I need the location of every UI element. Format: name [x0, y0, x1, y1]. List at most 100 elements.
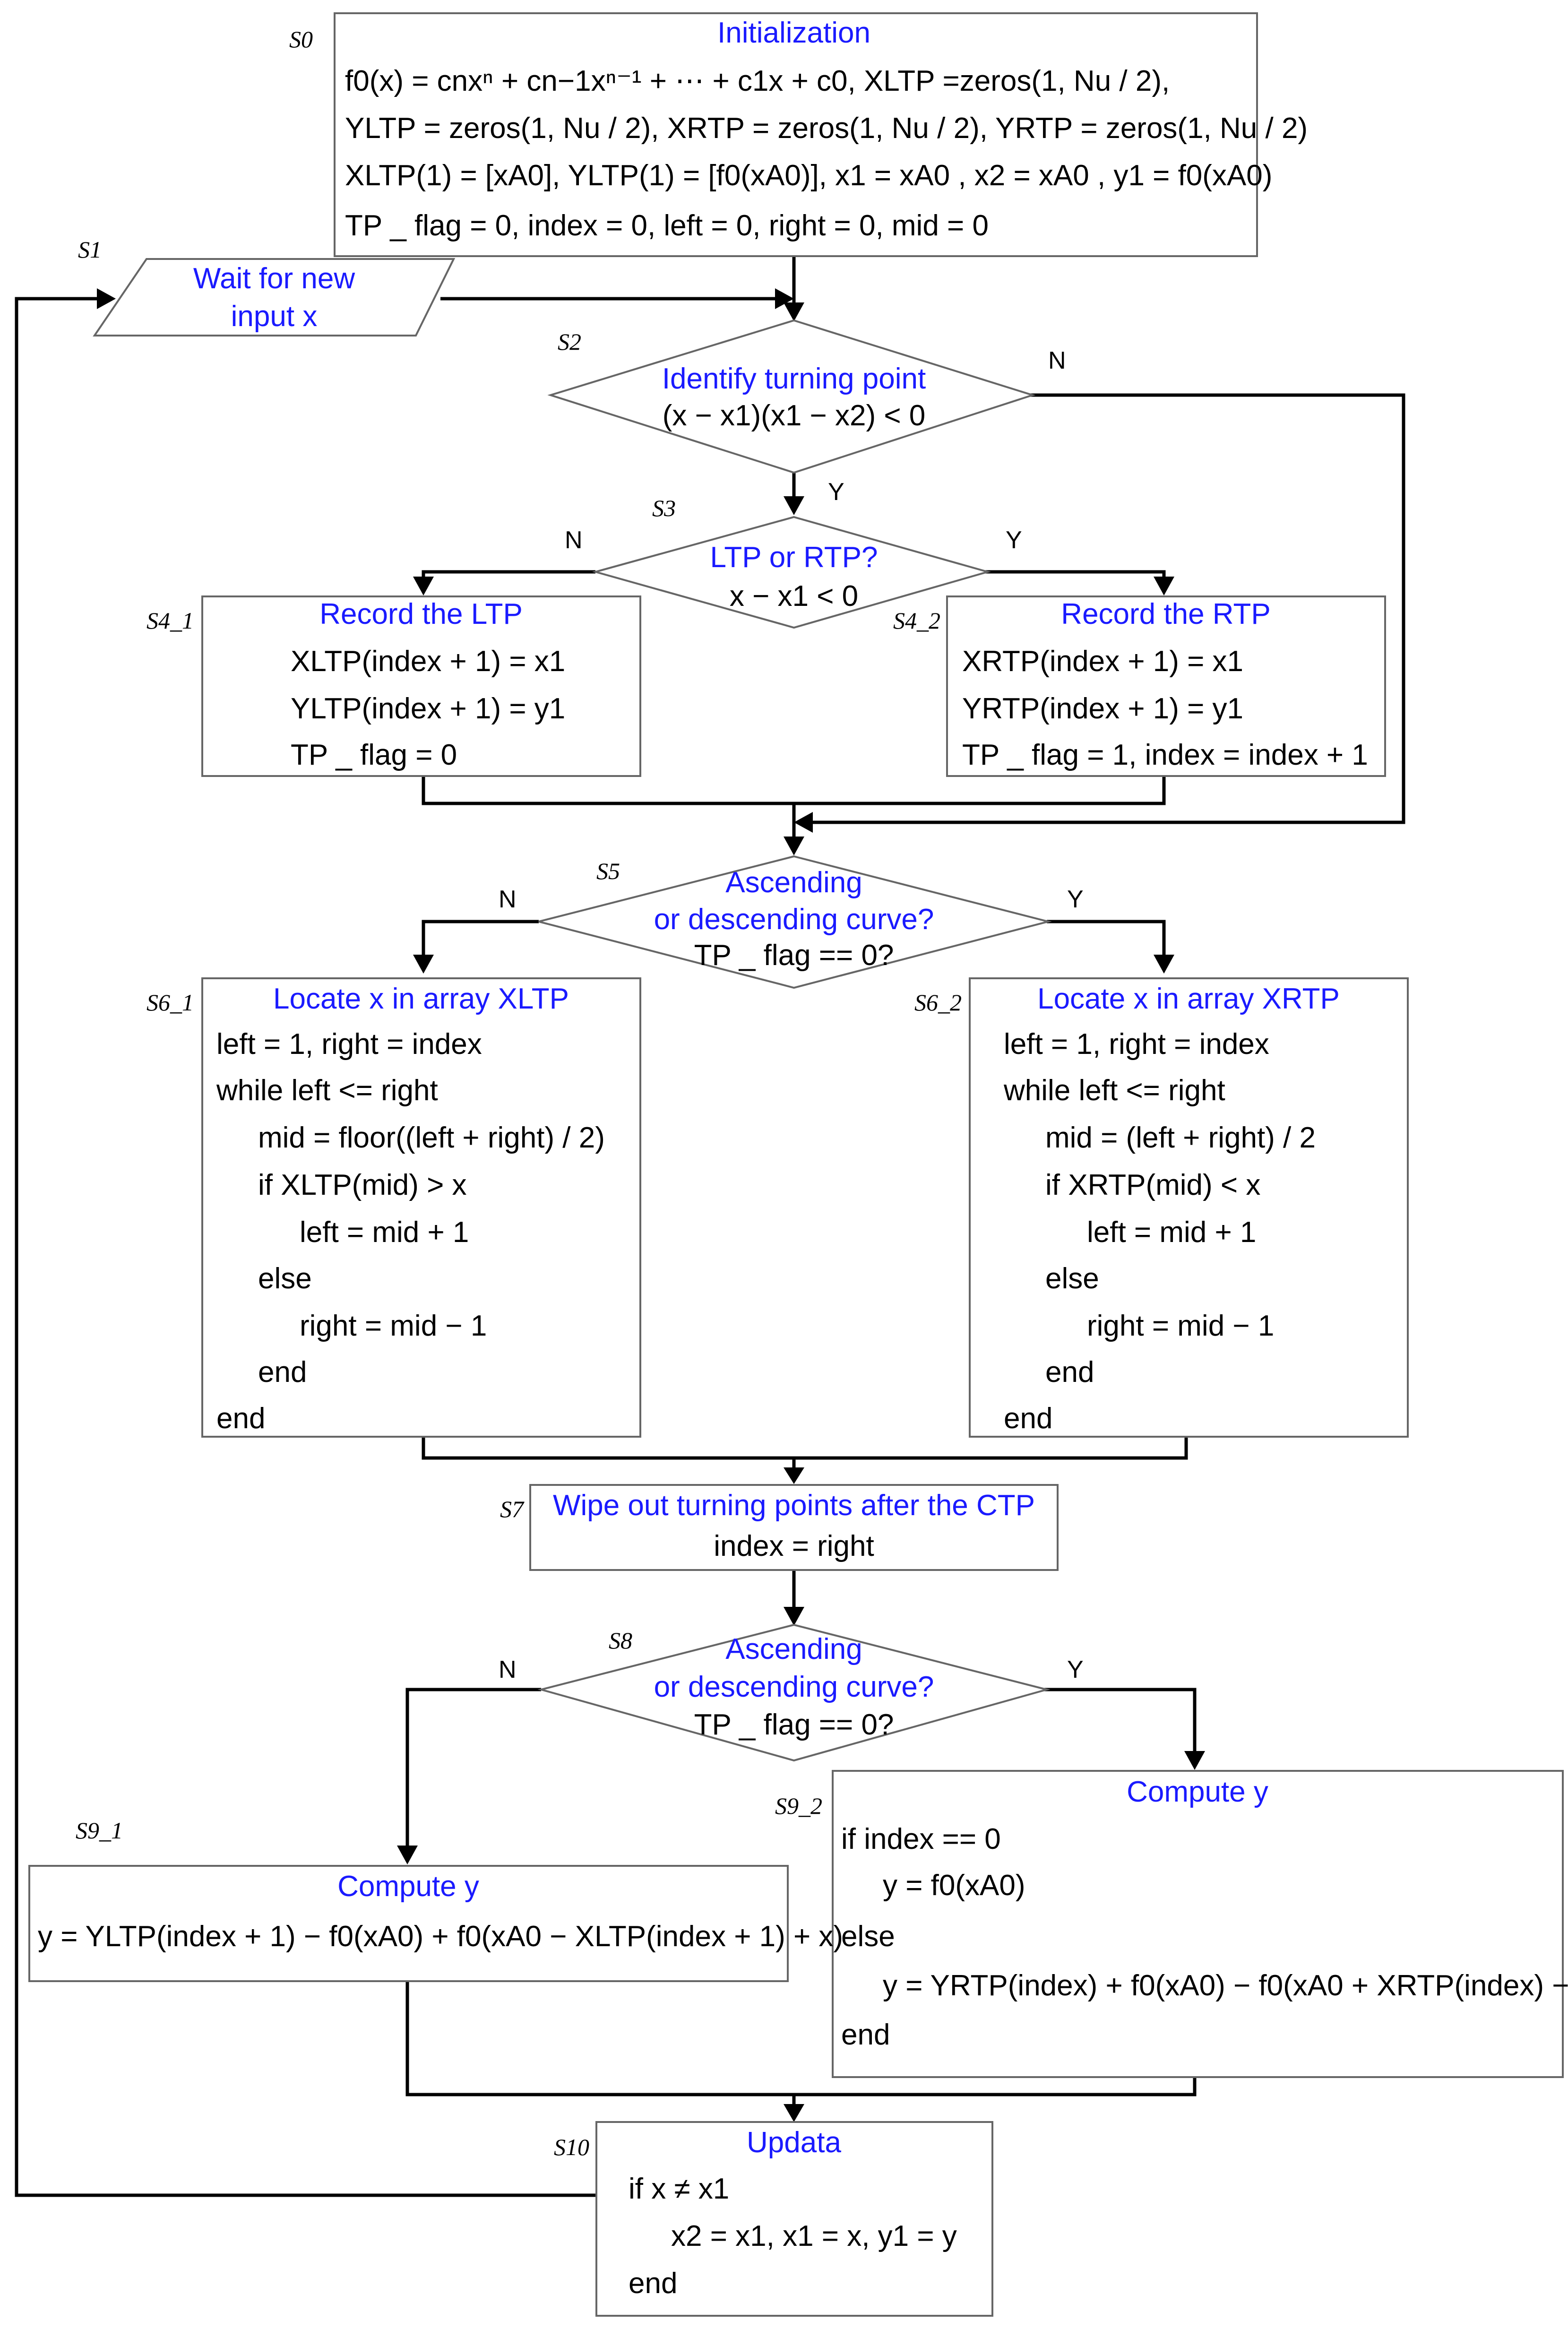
s1-line: input x — [231, 300, 318, 333]
s5-condition: TP _ flag == 0? — [694, 939, 894, 972]
s5-step-label: S5 — [596, 858, 620, 884]
s2-step-label: S2 — [558, 328, 581, 355]
s10-line: x2 = x1, x1 = x, y1 = y — [671, 2220, 957, 2252]
s3-step-label: S3 — [652, 495, 676, 521]
arrowhead-s5 — [784, 837, 804, 855]
s6-1-line: else — [258, 1262, 312, 1295]
s4-1-box — [201, 595, 641, 777]
s3-diamond — [592, 516, 991, 629]
s6-1-step-label: S6_1 — [146, 989, 194, 1016]
s8-diamond — [537, 1623, 1051, 1762]
s8-condition: TP _ flag == 0? — [694, 1708, 894, 1741]
arrowhead-s6-1 — [413, 955, 434, 974]
s7-line: index = right — [714, 1530, 874, 1562]
s9-2-box — [832, 1770, 1564, 2078]
s6-2-line: right = mid − 1 — [1087, 1310, 1274, 1342]
arrow-s3-yes — [985, 570, 1166, 586]
arrowhead-s4-1 — [413, 577, 434, 595]
arrow-loop-back — [15, 297, 596, 2197]
s8-title-line: or descending curve? — [654, 1671, 934, 1703]
s2-condition: (x − x1)(x1 − x2) < 0 — [663, 399, 926, 432]
s6-2-line: mid = (left + right) / 2 — [1045, 1121, 1316, 1154]
s0-step-label: S0 — [289, 26, 313, 52]
s4-1-title: Record the LTP — [319, 598, 523, 630]
s7-box — [529, 1484, 1059, 1571]
connectors — [15, 256, 1405, 2197]
s9-1-step-label: S9_1 — [76, 1817, 123, 1844]
s9-1-title: Compute y — [337, 1870, 479, 1903]
s5-title-line: or descending curve? — [654, 903, 934, 936]
s3-title: LTP or RTP? — [710, 541, 878, 574]
s0-line: XLTP(1) = [xA0], YLTP(1) = [f0(xA0)], x1… — [345, 159, 1272, 192]
s5-diamond — [538, 855, 1052, 989]
arrowhead-s3 — [784, 496, 804, 515]
s6-2-line: left = mid + 1 — [1087, 1216, 1256, 1249]
s6-1-line: while left <= right — [216, 1074, 438, 1107]
s6-2-title: Locate x in array XRTP — [1037, 983, 1340, 1015]
arrowhead-s9-2 — [1184, 1751, 1205, 1770]
arrowhead-s4-2 — [1154, 577, 1174, 595]
s6-2-line: left = 1, right = index — [1004, 1028, 1269, 1061]
arrow-s9-2-merge — [794, 2077, 1197, 2096]
s6-2-box — [969, 977, 1409, 1438]
s9-1-box — [28, 1865, 789, 1982]
arrowhead-s10 — [784, 2104, 804, 2122]
s6-1-line: if XLTP(mid) > x — [258, 1169, 467, 1201]
s5-title-line: Ascending — [725, 866, 862, 899]
arrowhead-s2-no — [794, 812, 813, 833]
arrowhead-s2 — [784, 302, 804, 321]
s10-title: Updata — [747, 2126, 841, 2159]
s1-parallelogram — [93, 258, 456, 336]
s6-1-title: Locate x in array XLTP — [273, 983, 569, 1015]
arrowhead-s8 — [784, 1607, 804, 1626]
s6-2-line: if XRTP(mid) < x — [1045, 1169, 1260, 1201]
s0-line: f0(x) = cnxⁿ + cn−1xⁿ⁻¹ + ⋯ + c1x + c0, … — [345, 65, 1170, 97]
arrow-s3-no — [422, 570, 595, 586]
s2-title: Identify turning point — [662, 362, 926, 395]
arrow-s6-2-merge — [794, 1437, 1188, 1460]
s6-2-line: while left <= right — [1003, 1074, 1225, 1107]
s9-2-step-label: S9_2 — [775, 1793, 822, 1819]
arrow-s5-yes — [1047, 920, 1166, 964]
s5-yes-label: Y — [1067, 886, 1084, 913]
s0-line: TP _ flag = 0, index = 0, left = 0, righ… — [345, 209, 989, 242]
s4-2-line: TP _ flag = 1, index = index + 1 — [962, 739, 1368, 771]
s4-1-line: YLTP(index + 1) = y1 — [291, 692, 565, 725]
arrowhead-s1 — [97, 288, 116, 309]
arrow-s9-1-merge — [405, 1981, 794, 2096]
s7-step-label: S7 — [500, 1496, 525, 1522]
s9-2-line: if index == 0 — [841, 1823, 1001, 1855]
s8-step-label: S8 — [609, 1627, 632, 1654]
s3-no-label: N — [565, 526, 583, 554]
arrowhead-s9-1 — [397, 1846, 418, 1864]
s1-step-label: S1 — [78, 236, 102, 263]
s4-1-line: TP _ flag = 0 — [291, 739, 457, 771]
s2-no-label: N — [1048, 347, 1066, 374]
arrowhead-s7 — [784, 1467, 804, 1484]
arrow-s8-no — [405, 1688, 541, 1855]
s9-2-line: else — [841, 1920, 895, 1953]
s8-no-label: N — [499, 1656, 517, 1683]
s6-1-line: end — [258, 1356, 307, 1389]
s4-2-box — [946, 595, 1386, 777]
arrowhead-s6-2 — [1154, 955, 1174, 974]
s6-2-line: end — [1004, 1402, 1052, 1435]
s0-title: Initialization — [717, 17, 870, 49]
s9-2-line: end — [841, 2018, 890, 2051]
arrow-s6-1-merge — [422, 1437, 794, 1460]
s0-line: YLTP = zeros(1, Nu / 2), XRTP = zeros(1,… — [345, 112, 1308, 145]
s4-1-line: XLTP(index + 1) = x1 — [291, 645, 565, 678]
s3-condition: x − x1 < 0 — [730, 580, 858, 612]
s6-1-line: end — [216, 1402, 265, 1435]
s6-1-line: left = 1, right = index — [216, 1028, 482, 1061]
s0-box — [334, 12, 1258, 257]
arrow-s5-no — [422, 920, 539, 964]
s8-yes-label: Y — [1067, 1656, 1084, 1683]
s2-diamond — [547, 319, 1036, 474]
s10-box — [595, 2121, 993, 2317]
s6-1-box — [201, 977, 641, 1438]
s6-2-line: end — [1045, 1356, 1094, 1389]
s4-1-step-label: S4_1 — [146, 607, 194, 634]
s6-1-line: left = mid + 1 — [300, 1216, 469, 1249]
